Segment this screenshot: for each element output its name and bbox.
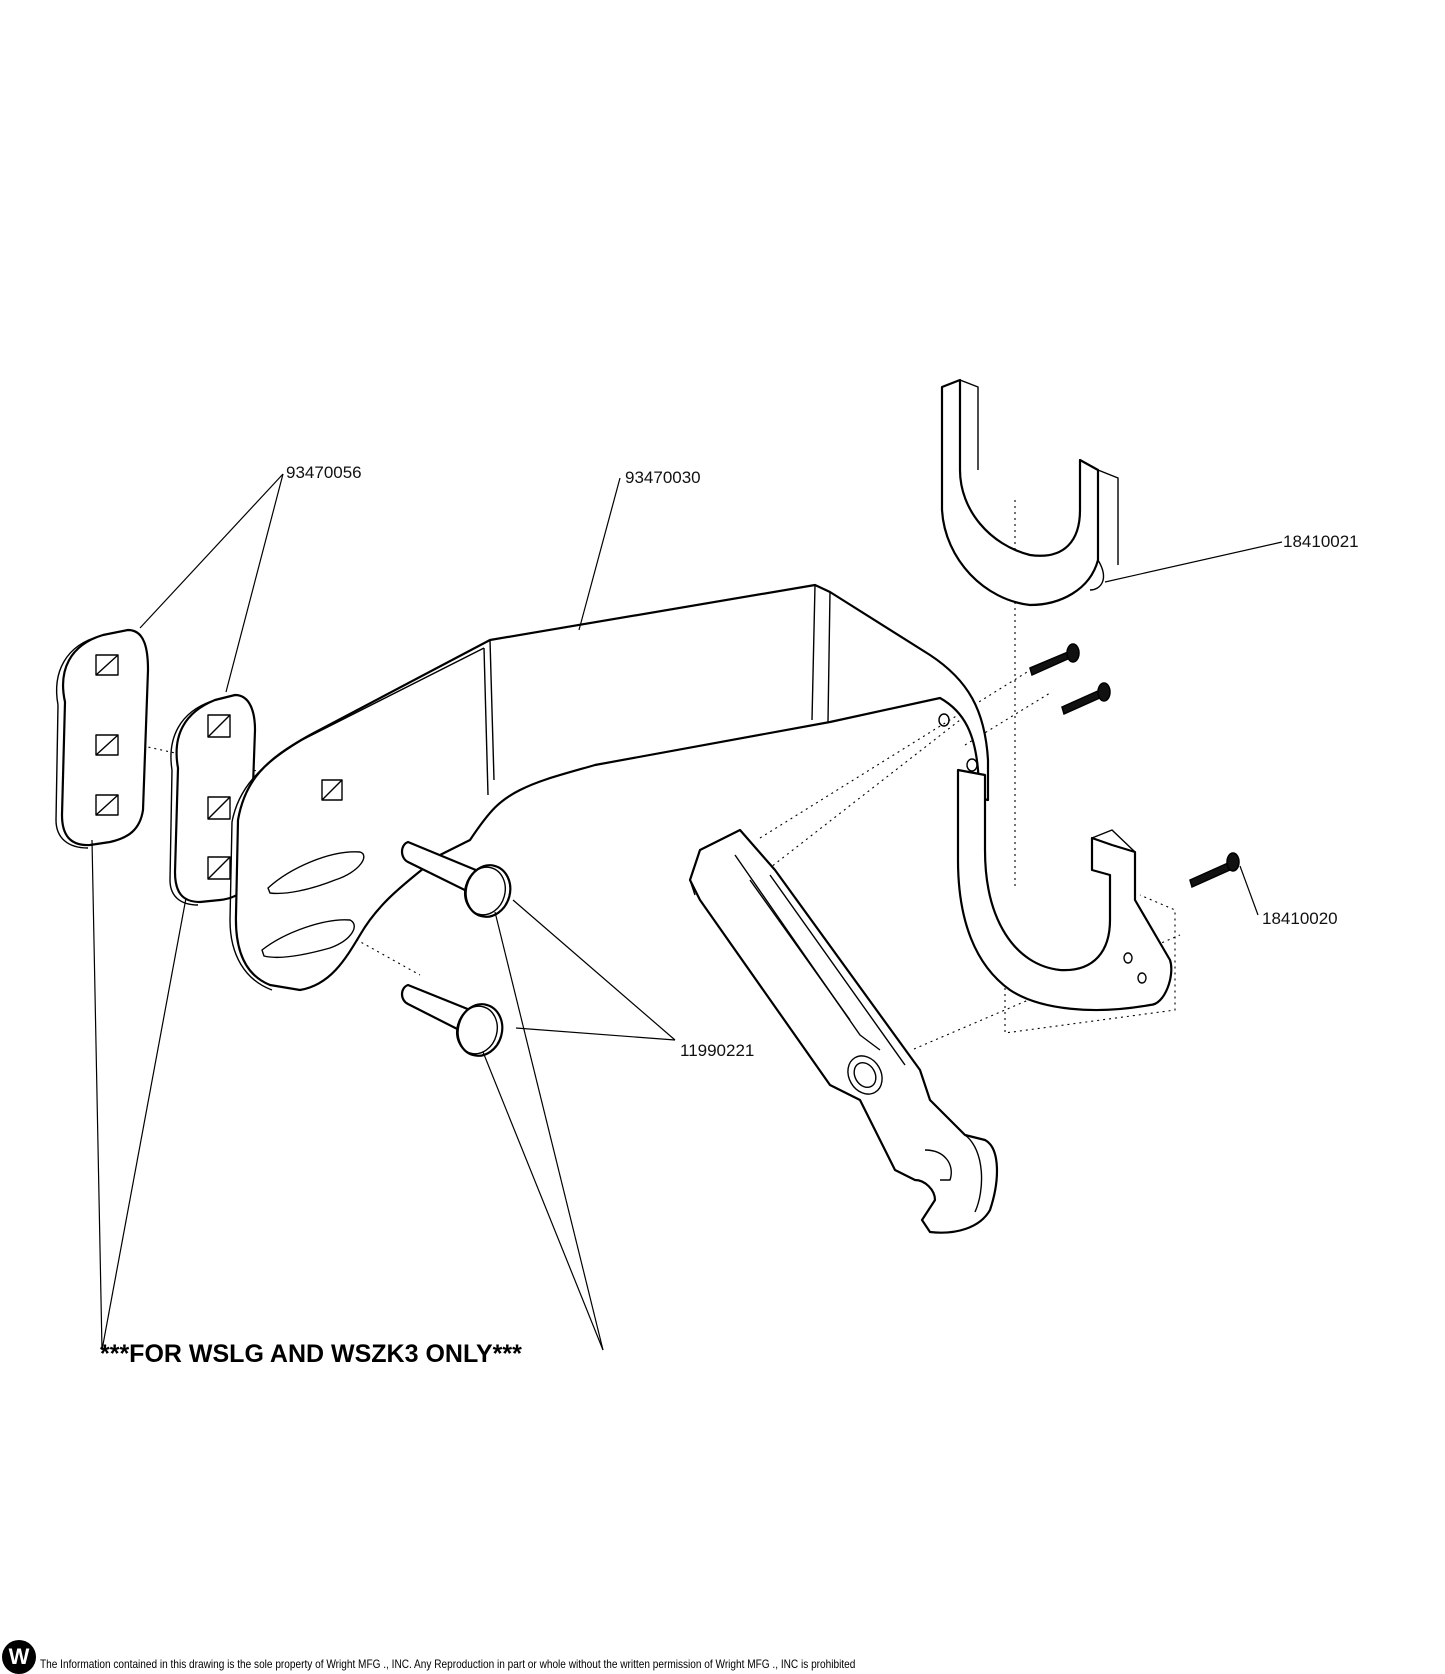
proprietary-notice: The Information contained in this drawin…: [40, 1657, 856, 1671]
screw-lower: [1189, 852, 1240, 889]
exploded-assembly-drawing: 93470056 93470030 18410021 18410020 1199…: [55, 378, 1359, 1368]
screw-bolts: [1029, 643, 1240, 889]
company-logo: W: [2, 1640, 36, 1674]
handle-hook: [956, 768, 1173, 1012]
handle-clip: [940, 378, 1119, 607]
part-label-18410021: 18410021: [1283, 532, 1359, 551]
screw-middle: [1061, 682, 1111, 716]
leader-lines: [91, 473, 1283, 1351]
main-bracket: [229, 583, 990, 992]
wear-pad-outer: [55, 628, 150, 849]
wear-pad-inner: [169, 693, 257, 906]
part-label-11990221: 11990221: [680, 1041, 754, 1060]
screw-upper: [1029, 643, 1080, 677]
pin-lower: [400, 983, 504, 1057]
part-label-18410020: 18410020: [1262, 909, 1338, 928]
footer: W The Information contained in this draw…: [0, 1636, 1445, 1674]
part-label-93470030: 93470030: [625, 468, 701, 487]
part-label-93470056: 93470056: [286, 463, 362, 482]
pin-upper: [400, 840, 512, 918]
latch-handle: [688, 828, 999, 1234]
wslg-wszk3-note: ***FOR WSLG AND WSZK3 ONLY***: [100, 1340, 522, 1368]
